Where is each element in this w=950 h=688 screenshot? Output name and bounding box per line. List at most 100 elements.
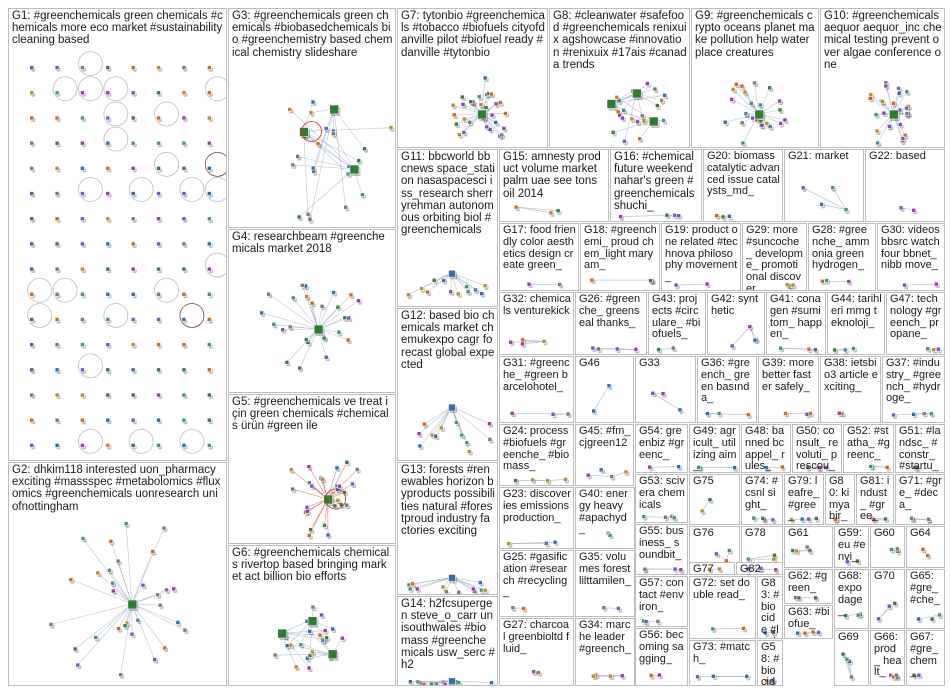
graph-node[interactable] (105, 140, 111, 146)
graph-node[interactable] (181, 65, 187, 70)
graph-node[interactable] (54, 417, 60, 423)
graph-node[interactable] (849, 674, 854, 680)
graph-node[interactable] (259, 310, 264, 316)
graph-node[interactable] (672, 566, 678, 572)
graph-node[interactable] (810, 629, 816, 635)
graph-node[interactable] (770, 517, 776, 523)
graph-node[interactable] (130, 166, 136, 171)
graph-node[interactable] (156, 90, 161, 96)
graph-node[interactable] (130, 367, 136, 373)
graph-node[interactable] (181, 216, 187, 222)
graph-node[interactable] (652, 86, 658, 92)
graph-node[interactable] (156, 367, 161, 373)
graph-node[interactable] (80, 367, 85, 373)
graph-node[interactable] (156, 443, 161, 448)
graph-node[interactable] (54, 367, 60, 373)
graph-node[interactable] (29, 367, 34, 373)
graph-node[interactable] (729, 97, 735, 102)
graph-node[interactable] (806, 516, 811, 522)
graph-node[interactable] (550, 411, 556, 417)
graph-hub-node[interactable] (323, 494, 333, 505)
graph-node[interactable] (767, 124, 773, 129)
graph-node[interactable] (307, 480, 312, 486)
graph-node[interactable] (778, 345, 784, 351)
graph-node[interactable] (454, 121, 459, 127)
graph-hub-node[interactable] (448, 677, 456, 685)
graph-node[interactable] (350, 481, 355, 487)
graph-node[interactable] (874, 128, 880, 134)
graph-node[interactable] (720, 214, 726, 220)
graph-node[interactable] (130, 90, 136, 96)
graph-node[interactable] (650, 390, 656, 396)
graph-node[interactable] (304, 337, 309, 343)
graph-node[interactable] (410, 581, 415, 587)
graph-node[interactable] (344, 502, 349, 508)
graph-node[interactable] (925, 553, 930, 558)
graph-node[interactable] (610, 130, 616, 135)
graph-node[interactable] (904, 89, 910, 95)
graph-node[interactable] (883, 516, 888, 522)
graph-node[interactable] (319, 303, 325, 309)
graph-node[interactable] (635, 119, 640, 125)
graph-node[interactable] (290, 162, 296, 168)
graph-node[interactable] (929, 616, 935, 622)
graph-node[interactable] (105, 115, 111, 121)
graph-node[interactable] (916, 672, 922, 678)
graph-node[interactable] (531, 669, 536, 675)
graph-node[interactable] (764, 121, 770, 126)
graph-node[interactable] (54, 65, 60, 70)
graph-node[interactable] (305, 211, 311, 217)
graph-node[interactable] (309, 483, 315, 489)
graph-node[interactable] (614, 346, 620, 352)
graph-node[interactable] (676, 464, 681, 469)
graph-node[interactable] (716, 411, 722, 416)
graph-node[interactable] (467, 449, 472, 454)
graph-node[interactable] (345, 171, 351, 177)
graph-node[interactable] (557, 282, 562, 287)
graph-node[interactable] (892, 601, 898, 606)
graph-node[interactable] (54, 241, 60, 247)
graph-node[interactable] (181, 140, 187, 146)
graph-node[interactable] (911, 672, 917, 678)
graph-node[interactable] (287, 107, 292, 112)
graph-node[interactable] (80, 241, 85, 247)
graph-node[interactable] (156, 241, 161, 247)
graph-node[interactable] (300, 283, 305, 288)
graph-node[interactable] (732, 465, 737, 471)
graph-node[interactable] (80, 417, 85, 423)
graph-node[interactable] (842, 347, 848, 353)
graph-node[interactable] (408, 679, 413, 685)
graph-node[interactable] (130, 65, 136, 70)
graph-node[interactable] (471, 586, 476, 592)
graph-node[interactable] (499, 132, 505, 138)
graph-node[interactable] (93, 635, 98, 640)
graph-node[interactable] (348, 292, 354, 298)
graph-node[interactable] (29, 443, 34, 448)
graph-node[interactable] (80, 166, 85, 171)
graph-node[interactable] (621, 107, 626, 113)
graph-node[interactable] (161, 525, 167, 531)
graph-node[interactable] (714, 213, 720, 218)
graph-node[interactable] (476, 94, 482, 100)
graph-node[interactable] (895, 546, 900, 552)
graph-node[interactable] (325, 532, 331, 538)
graph-node[interactable] (750, 115, 755, 121)
graph-node[interactable] (640, 113, 645, 119)
graph-node[interactable] (795, 630, 800, 636)
graph-node[interactable] (891, 412, 896, 418)
graph-node[interactable] (541, 339, 547, 344)
graph-node[interactable] (536, 670, 541, 675)
graph-node[interactable] (29, 65, 34, 70)
graph-node[interactable] (758, 102, 763, 108)
graph-node[interactable] (111, 588, 116, 594)
graph-hub-node[interactable] (329, 104, 340, 115)
graph-node[interactable] (181, 90, 187, 96)
graph-node[interactable] (777, 107, 783, 113)
graph-node[interactable] (105, 166, 111, 171)
graph-node[interactable] (156, 266, 161, 272)
graph-node[interactable] (739, 83, 745, 89)
graph-node[interactable] (773, 567, 779, 573)
graph-node[interactable] (266, 291, 271, 297)
graph-node[interactable] (156, 166, 161, 171)
graph-node[interactable] (526, 281, 532, 287)
